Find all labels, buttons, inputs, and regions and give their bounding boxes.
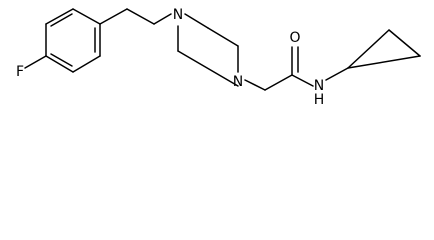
piperazine-n1-label: N (173, 7, 183, 23)
ring-bond (184, 13, 209, 29)
ring-double-bond (50, 53, 73, 67)
ring-bond (177, 50, 239, 87)
amide-hydrogen-label: H (314, 92, 325, 104)
linker-bond (264, 74, 293, 91)
ring-bond (207, 27, 239, 47)
linker-bond (244, 79, 266, 91)
fluorophenyl-ring (45, 8, 101, 73)
piperazine-n4-label: N (233, 74, 243, 90)
ring-bond (45, 55, 74, 73)
n-cyclopropyl-bond (325, 67, 349, 81)
ring-bond (72, 55, 101, 73)
ring-double-bond (50, 13, 73, 27)
molecule-diagram: F N N O N H (16, 7, 421, 104)
piperazine-ring (177, 13, 239, 87)
amide-bond (291, 74, 314, 87)
ring-bond (347, 29, 390, 69)
ring-bond (388, 29, 421, 57)
c-f-bond (24, 55, 47, 69)
benzyl-bond (99, 8, 128, 25)
cyclopropyl-ring (347, 29, 421, 69)
n1-bond (153, 13, 172, 25)
benzyl-bond (126, 8, 155, 25)
fluorine-label: F (16, 64, 24, 80)
ring-bond (347, 55, 421, 69)
ring-bond (72, 8, 101, 25)
ring-bond (45, 8, 74, 25)
structure-canvas: F N N O N H (0, 0, 434, 104)
amide-nitrogen-label: N (314, 78, 324, 94)
carbonyl-oxygen-label: O (289, 30, 300, 46)
